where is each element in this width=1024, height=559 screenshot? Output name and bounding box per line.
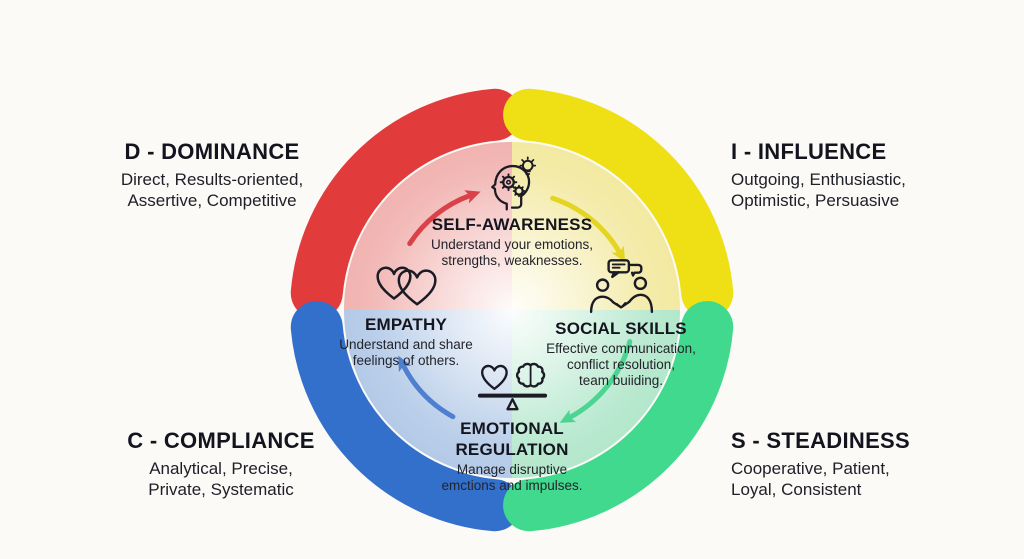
influence-traits: Outgoing, Enthusiastic, Optimistic, Pers… [731,169,1011,211]
steadiness-traits-line-1: Cooperative, Patient, [731,459,890,478]
influence-traits-line-2: Optimistic, Persuasive [731,191,900,210]
compliance-title: C - COMPLIANCE [127,428,315,453]
eq-item-self-awareness: SELF-AWARENESS Understand your emotions,… [397,156,627,269]
head-gears-lightbulb-icon [397,156,627,212]
quadrant-label-steadiness: S - STEADINESS Cooperative, Patient, Loy… [731,428,1011,500]
dominance-title: D - DOMINANCE [124,139,300,164]
self-awareness-desc-line-1: Understand your emotions, [430,237,594,252]
compliance-traits-line-2: Private, Systematic [148,480,294,499]
eq-item-empathy: EMPATHY Understand and share feelings of… [309,262,504,369]
influence-title: I - INFLUENCE [731,139,887,164]
dominance-traits: Direct, Results-oriented, Assertive, Com… [58,169,366,211]
dominance-traits-line-1: Direct, Results-oriented, [120,170,304,189]
quadrant-label-dominance: D - DOMINANCE Direct, Results-oriented, … [58,139,366,211]
emotional-regulation-desc-line-1: Manage disruptive [456,462,568,477]
steadiness-traits-line-2: Loyal, Consistent [731,480,862,499]
eq-item-emotional-regulation: EMOTIONAL REGULATION Manage disruptive e… [420,358,605,494]
empathy-title: EMPATHY [365,315,447,334]
self-awareness-title: SELF-AWARENESS [431,215,593,234]
handshake-speech-icon [524,258,719,316]
quadrant-label-compliance: C - COMPLIANCE Analytical, Precise, Priv… [66,428,376,500]
double-hearts-icon [309,262,504,312]
quadrant-label-influence: I - INFLUENCE Outgoing, Enthusiastic, Op… [731,139,1011,211]
social-skills-desc-line-1: Effective communication, [546,341,696,356]
steadiness-traits: Cooperative, Patient, Loyal, Consistent [731,458,1011,500]
steadiness-title: S - STEADINESS [731,428,911,453]
emotional-regulation-title: EMOTIONAL REGULATION [455,419,569,459]
heart-brain-balance-icon [420,358,605,416]
empathy-desc-line-1: Understand and share [339,337,473,352]
emotional-regulation-desc-line-2: emctions and impulses. [441,478,583,493]
social-skills-title: SOCIAL SKILLS [555,319,687,338]
influence-traits-line-1: Outgoing, Enthusiastic, [731,170,906,189]
emotional-regulation-description: Manage disruptive emctions and impulses. [420,462,605,494]
compliance-traits: Analytical, Precise, Private, Systematic [66,458,376,500]
compliance-traits-line-1: Analytical, Precise, [149,459,293,478]
dominance-traits-line-2: Assertive, Competitive [127,191,297,210]
